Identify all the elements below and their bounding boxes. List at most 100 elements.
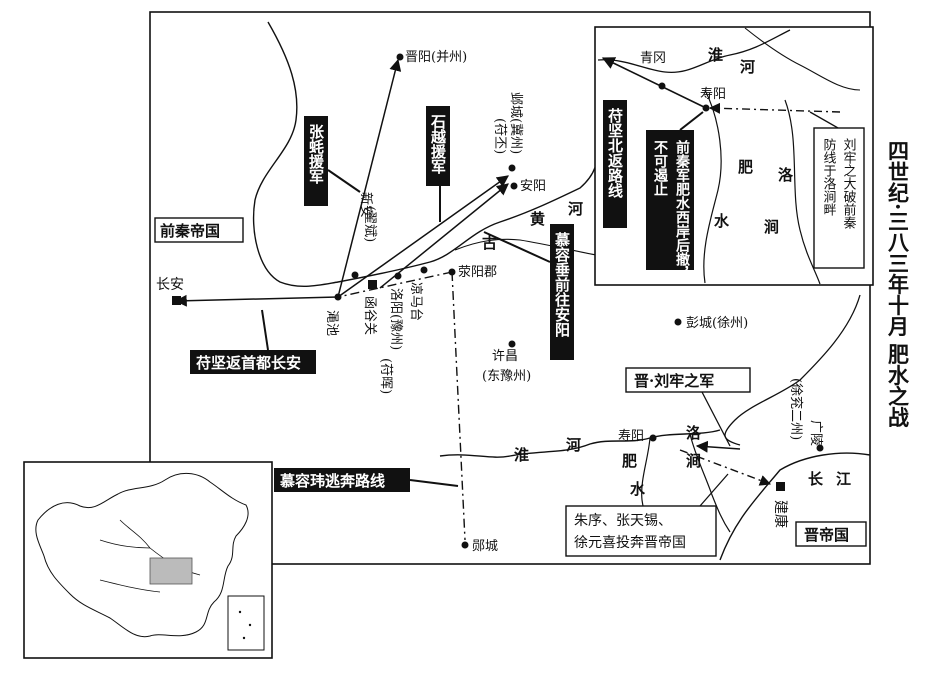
label-xingyang: 荥阳郡 [458,265,497,280]
qin-retreat-text-2: 不可遏止 [652,140,668,196]
retreat-dashline [337,271,453,298]
murong-chui-text: 慕容垂前往安阳 [553,231,571,337]
label-luoyang: 洛阳(豫州) [388,288,403,350]
island-dot-1 [238,610,242,614]
label-luoyang-note: (苻晖) [378,358,393,394]
yellow-river [252,21,598,288]
shi-yue-text: 石越援军 [429,114,447,175]
murong-chui-box [550,224,574,360]
qin-empire-box [154,217,244,243]
label-inset-huai: 淮 [708,46,723,64]
label-fei-main: 肥 [622,452,637,470]
label-xuchang-sub: (东豫州) [482,369,531,384]
old-yellow-river [454,238,597,256]
label-luo-main: 洛 [686,424,702,442]
label-shui-main: 水 [630,480,646,498]
mianchi-dot [334,293,342,301]
inset-liu-arrow [708,102,841,114]
label-inset-shouyang: 寿阳 [700,87,726,102]
liangmatai-dot [420,266,428,274]
arrow-to-anyang-2 [379,183,509,289]
island-dot-3 [242,636,246,640]
jin-army-box [625,367,751,393]
locator-highlight [149,557,193,585]
label-gu: 古 [482,234,497,252]
label-inset-luo: 洛 [778,166,794,184]
label-xinan: 新安 [358,192,374,218]
fujian-north-text: 苻坚北返路线 [606,107,624,199]
murong-chui-leader [483,231,551,263]
liu-lao-text-1: 刘牢之大破前秦 [841,138,857,229]
label-hanguguan: 函谷关 [362,296,377,335]
jin-army-leader [701,391,731,447]
label-mianchi: 渑池 [324,310,339,336]
fujian-return-leader [261,309,269,351]
south-sea-inset [227,595,265,651]
label-huang: 黄 [530,210,545,228]
inset-fei-river [703,89,722,284]
liu-lao-box [813,127,865,269]
yecheng-dot [508,164,516,172]
xuchang-dot [508,340,516,348]
murong-wei-text: 慕容玮逃奔路线 [279,472,385,490]
arrow-to-changan [174,294,339,307]
shi-yue-box [426,106,450,186]
inset-river-right [744,27,861,91]
shouyang-dot [649,434,657,442]
changan-square [172,296,181,305]
arrow-to-anyang-1 [337,175,509,298]
label-jian-main: 涧 [686,452,701,470]
label-pengcheng: 彭城(徐州) [686,316,748,331]
map-title: 四世纪·三八三年十月 肥水之战 [886,140,911,429]
label-inset-fei: 肥 [738,158,753,176]
label-changan: 长安 [156,277,184,293]
label-qinggang: 青冈 [640,51,666,66]
jin-empire-box [795,521,867,547]
label-jiang: 江 [836,470,851,488]
xingyang-dot [448,268,456,276]
fujian-return-box [190,350,316,374]
label-liangmatai: 凉马台 [408,282,423,321]
east-coast [724,294,861,446]
china-internal-border [99,519,201,593]
label-inset-he: 河 [740,58,755,76]
jin-army-text: 晋·刘牢之军 [634,372,714,390]
murong-wei-route [451,271,466,541]
locator-frame [23,461,273,659]
label-yecheng-note: (苻丕) [492,118,507,154]
zhu-xu-text-2: 徐元喜投奔晋帝国 [574,535,686,551]
label-chang: 长 [808,470,824,488]
label-zhaichi: (翟斌) [362,206,377,242]
inset-luojian-river [784,99,821,285]
qin-retreat-text: 前秦军肥水西岸后撤， [674,139,691,280]
island-dot-2 [248,623,252,627]
xinan-dot [351,271,359,279]
yangtze-river [719,452,871,561]
qin-empire-text: 前秦帝国 [160,222,220,240]
murong-wei-leader [409,479,459,487]
qin-retreat-leader [679,111,704,131]
label-jinyang: 晋阳(并州) [405,50,467,65]
zhang-yi-leader [327,169,361,193]
luojian-river [689,433,731,533]
inset-retreat-arrow [601,57,707,109]
label-yecheng: 邺城(冀州) [508,92,524,154]
liu-lao-leader [809,111,839,129]
qin-retreat-box [646,130,694,270]
label-he: 河 [568,200,583,218]
label-anyang: 安阳 [520,179,546,194]
label-yecheng-south: 郧城 [472,539,498,554]
zhang-yi-text: 张蚝援军 [307,124,325,185]
label-jiankang: 建康 [772,500,789,528]
zhu-xu-box [565,505,717,557]
label-shouyang: 寿阳 [618,429,644,444]
guangling-dot [816,444,824,452]
fujian-north-box [603,100,627,228]
zhu-xu-route [679,449,772,486]
zhu-xu-leader [699,473,729,507]
label-guangling: 广陵 [808,420,823,446]
murong-wei-box [274,468,410,492]
yecheng-south-dot [461,541,469,549]
qinggang-dot [658,82,666,90]
